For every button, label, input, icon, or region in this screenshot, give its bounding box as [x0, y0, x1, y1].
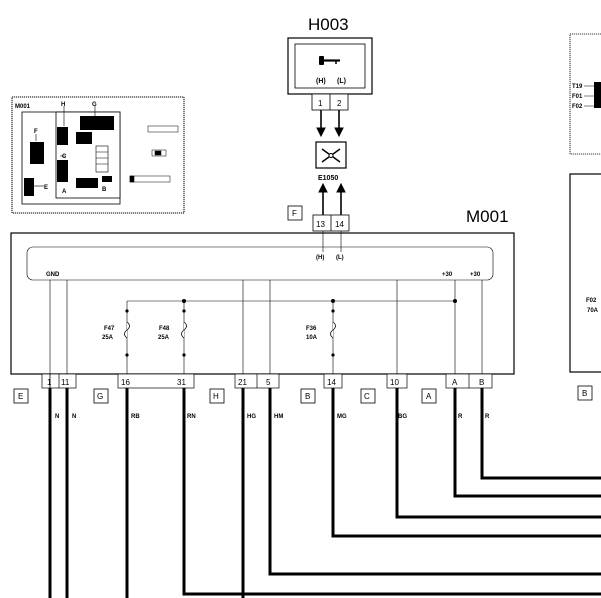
pin-a: A: [452, 378, 458, 387]
fuse-f47-symbol: [124, 321, 130, 339]
wire-label-31: RN: [187, 414, 196, 420]
m001-inner-pin-h: (H): [316, 255, 324, 261]
e1050-to-m001-wires: [318, 182, 346, 215]
h003-component: H003 (H) (L) 1 2: [287, 15, 373, 111]
locator-letter-b: B: [102, 187, 107, 193]
e1050-label: E1050: [318, 175, 338, 182]
m001-inner-pin-l: (L): [336, 255, 344, 261]
m001-can-connector: 13 14: [312, 214, 350, 232]
h003-pin-l-label: (L): [337, 78, 346, 85]
fuse-f48-name: F48: [159, 326, 170, 332]
locator-fuse-strips: [129, 125, 179, 183]
gnd-label: GND: [46, 272, 60, 278]
connector-b: B: [305, 392, 310, 401]
connector-a: A: [426, 392, 432, 401]
wire-label-b: R: [485, 414, 490, 420]
m001-pin-13: 13: [316, 220, 325, 229]
right-module-bottom: F02 70A: [569, 173, 601, 373]
h003-pin-2: 2: [337, 99, 342, 108]
wire-label-10: BG: [398, 414, 407, 420]
fuse-f48-symbol: [181, 321, 187, 339]
m001-pin-14: 14: [335, 220, 344, 229]
pin-1: 1: [47, 378, 52, 387]
wire-label-16: RB: [131, 414, 140, 420]
pin-10: 10: [390, 378, 399, 387]
wire-label-5: HM: [274, 414, 283, 420]
wire-label-21: HG: [247, 414, 256, 420]
plus30-label-b: +30: [470, 272, 481, 278]
right-fuse-name: F02: [586, 298, 597, 304]
pin-b: B: [479, 378, 484, 387]
fuse-f36-rating: 10A: [306, 335, 318, 341]
m001-box: (H) (L) GND +30 +30: [10, 231, 515, 375]
wire-label-14: MG: [337, 414, 347, 420]
fuse-f47-name: F47: [104, 326, 115, 332]
e1050-component: E1050: [315, 141, 347, 182]
wire-labels: N N RB RN HG HM MG BG R R: [55, 414, 490, 420]
locator-letter-a: A: [62, 189, 67, 195]
right-pin-f01: F01: [572, 94, 583, 100]
fuse-f36-symbol: [330, 321, 336, 339]
locator-letter-c: C: [62, 154, 67, 160]
connector-f: F: [287, 205, 303, 221]
pin-row: 1 11 16 31 21 5 14 10 A B: [41, 373, 493, 389]
locator-letter-h: H: [61, 102, 65, 108]
fuse-f47-rating: 25A: [102, 335, 114, 341]
harness-wires: [48, 388, 601, 598]
svg-text:F: F: [292, 209, 297, 218]
locator-title: M001: [15, 104, 31, 110]
connector-g: G: [97, 392, 103, 401]
fuse-f36-name: F36: [306, 326, 317, 332]
right-fuse-rating: 70A: [587, 308, 599, 314]
right-pin-f02: F02: [572, 104, 583, 110]
connector-letters: E G H B C A B: [13, 385, 593, 404]
right-pin-t19: T19: [572, 84, 583, 90]
fuse-f48-rating: 25A: [158, 335, 170, 341]
h003-pin-1: 1: [318, 99, 323, 108]
locator-letter-g: G: [92, 102, 97, 108]
m001-title: M001: [466, 207, 509, 226]
wire-label-11: N: [72, 414, 76, 420]
connector-h: H: [213, 392, 219, 401]
pin-21: 21: [238, 378, 247, 387]
pin-16: 16: [121, 378, 130, 387]
h003-pin-h-label: (H): [316, 78, 326, 85]
connector-b-right: B: [582, 389, 587, 398]
connector-c: C: [364, 392, 370, 401]
pin-5: 5: [266, 378, 271, 387]
pin-31: 31: [177, 378, 186, 387]
locator-letter-e: E: [44, 185, 48, 191]
connector-e: E: [18, 392, 23, 401]
pin-11: 11: [61, 378, 70, 387]
key-icon: [319, 56, 340, 65]
plus30-label-a: +30: [442, 272, 453, 278]
h003-to-e1050-wires: [316, 110, 344, 138]
h003-title: H003: [308, 15, 349, 34]
locator-letter-f: F: [34, 129, 38, 135]
locator-inset: M001 H G F C E A B: [11, 96, 185, 214]
wire-label-1: N: [55, 414, 59, 420]
pin-14: 14: [327, 378, 336, 387]
right-module-top: T19 F01 F02: [569, 33, 601, 155]
wire-label-a: R: [458, 414, 463, 420]
